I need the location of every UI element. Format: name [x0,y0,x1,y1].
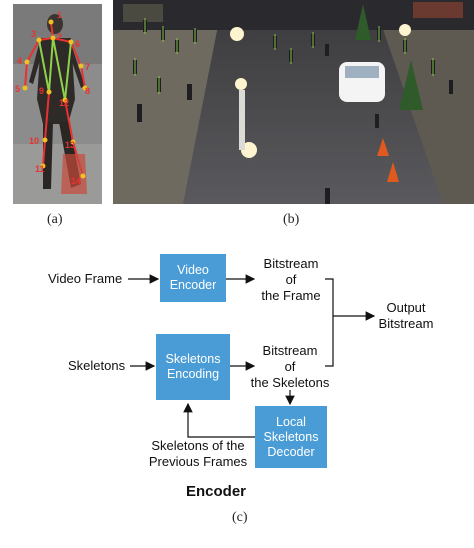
text-line: Bitstream [262,343,318,358]
video-encoder-label-2: Encoder [169,278,217,292]
joint-number: 5 [15,84,20,94]
street-image [113,0,474,204]
text-line: Output [386,300,426,315]
text-line: Bitstream [263,256,319,271]
joint-number: 3 [31,29,36,39]
text-line: of [284,359,296,374]
bitstream-frame-label: Bitstream of the Frame [256,256,326,304]
text-line: Previous Frames [148,454,248,469]
joint-number: 12 [59,98,69,108]
skeleton-image: 1 2 3 4 5 6 7 8 9 10 11 12 13 14 [13,4,102,204]
caption-b: (b) [283,212,300,227]
joint-number: 14 [71,176,81,186]
local-decoder-label-2: Skeletons [263,429,319,444]
caption-a: (a) [47,212,63,227]
input-video-frame: Video Frame [48,271,123,286]
video-encoder-label-1: Video [177,263,209,277]
encoder-title: Encoder [186,483,247,500]
text-line: of [285,272,297,287]
text-line: the Frame [261,288,321,303]
text-line: Skeletons of the [151,438,245,453]
output-bitstream-label: Output Bitstream [374,300,438,332]
local-decoder-label-3: Decoder [267,444,315,459]
joint-number: 13 [65,140,75,150]
joint-number: 8 [85,86,90,96]
bitstream-skeletons-label: Bitstream of the Skeletons [246,343,334,391]
joint-number: 4 [17,56,22,66]
panel-a-photo: 1 2 3 4 5 6 7 8 9 10 11 12 13 14 [13,4,102,204]
joint-number: 11 [35,164,45,174]
joint-number: 9 [39,86,44,96]
input-skeletons: Skeletons [68,358,126,373]
joint-number: 7 [85,62,90,72]
joint-number: 2 [57,32,62,42]
merge-bracket [325,278,334,367]
panel-b-photo [113,0,474,204]
previous-frames-label: Skeletons of the Previous Frames [140,438,256,470]
local-decoder-label-1: Local [276,414,306,429]
caption-c: (c) [232,510,248,525]
joint-number: 6 [75,39,80,49]
joint-number: 10 [29,136,39,146]
skeletons-encoding-label-1: Skeletons [165,352,221,366]
text-line: Bitstream [378,316,434,331]
text-line: the Skeletons [250,375,330,390]
joint-number: 1 [57,10,62,20]
arrow-feedback [183,402,255,438]
skeletons-encoding-label-2: Encoding [166,367,220,381]
